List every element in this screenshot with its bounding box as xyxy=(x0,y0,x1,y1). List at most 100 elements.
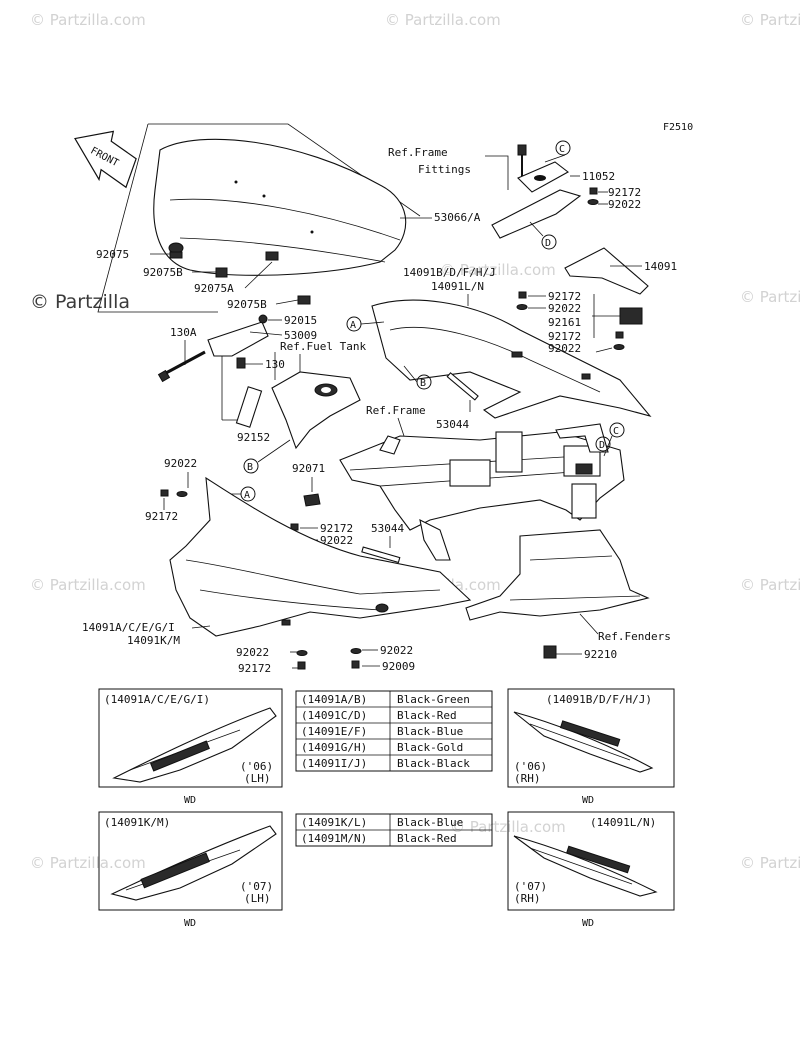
rear-frame-part xyxy=(339,423,625,561)
watermark: © Partzilla.com xyxy=(740,11,800,29)
bolt-washer-part xyxy=(587,187,599,205)
rear-bracket-part xyxy=(491,144,582,239)
marker-d-label: D xyxy=(599,440,605,451)
callout-92022-f: 92022 xyxy=(236,646,269,659)
leader-line xyxy=(275,299,299,305)
callout-92075a: 92075A xyxy=(194,282,234,295)
bolt-washer-part xyxy=(516,291,625,350)
callout-92161: 92161 xyxy=(548,316,581,329)
leader-line xyxy=(529,221,544,237)
ref-frame-fittings-line2: Fittings xyxy=(418,163,471,176)
watermark: © Partzilla.com xyxy=(30,576,146,594)
callout-92172-c: 92172 xyxy=(548,330,581,343)
inset-caption: WD xyxy=(582,795,594,806)
inset-year: ('07) xyxy=(514,880,547,893)
marker-b-label: B xyxy=(247,462,253,473)
marker-d xyxy=(541,234,557,250)
watermark-large: © Partzilla xyxy=(30,291,130,313)
callout-53044-a: 53044 xyxy=(436,418,469,431)
callout-14091k: 14091K/M xyxy=(127,634,180,647)
callout-92075b-a: 92075B xyxy=(143,266,183,279)
leader-line xyxy=(485,155,509,190)
inset-side: (RH) xyxy=(514,892,541,905)
watermark: © Partzilla.com xyxy=(740,576,800,594)
table-cell-code: (14091C/D) xyxy=(301,709,367,722)
marker-a-label: A xyxy=(244,490,250,501)
rod-part xyxy=(361,546,401,564)
color-table: (14091K/L) Black-Blue (14091M/N) Black-R… xyxy=(295,813,493,847)
inset-title: (14091A/C/E/G/I) xyxy=(104,693,210,706)
callout-11052: 11052 xyxy=(582,170,615,183)
inset-title: (14091B/D/F/H/J) xyxy=(546,693,652,706)
rear-fender-part xyxy=(465,529,650,659)
callout-92022-c: 92022 xyxy=(548,342,581,355)
table-cell-color: Black-Gold xyxy=(397,741,463,754)
tail-cover-part xyxy=(564,247,649,325)
marker-d-label: D xyxy=(545,238,551,249)
bolt-washer-part xyxy=(296,648,362,670)
watermark: © Partzilla.com xyxy=(740,288,800,306)
table-cell-code: (14091E/F) xyxy=(301,725,367,738)
ref-frame: Ref.Frame xyxy=(366,404,426,417)
table-cell-code: (14091I/J) xyxy=(301,757,367,770)
callout-92172-a: 92172 xyxy=(608,186,641,199)
ref-fenders: Ref.Fenders xyxy=(598,630,671,643)
leader-line xyxy=(249,331,283,336)
inset-caption: WD xyxy=(184,795,196,806)
callout-92022-d: 92022 xyxy=(164,457,197,470)
callout-92022-a: 92022 xyxy=(608,198,641,211)
inset-panel: (14091K/M) ('07) (LH) WD xyxy=(98,811,283,929)
leader-line xyxy=(257,439,291,463)
inset-title: (14091L/N) xyxy=(590,816,656,829)
inset-panel: (14091A/C/E/G/I) ('06) (LH) WD xyxy=(98,688,283,806)
leader-line xyxy=(360,321,385,325)
marker-b-label: B xyxy=(420,378,426,389)
inset-side: (RH) xyxy=(514,772,541,785)
ref-frame-fittings-line1: Ref.Frame xyxy=(388,146,448,159)
watermark: © Partzilla.com xyxy=(740,854,800,872)
rod-part xyxy=(446,372,479,401)
callout-14091a: 14091A/C/E/G/I xyxy=(82,621,175,634)
callout-92172-e: 92172 xyxy=(320,522,353,535)
watermark: © Partzilla.com xyxy=(30,854,146,872)
callout-92172-d: 92172 xyxy=(145,510,178,523)
callout-92172-f: 92172 xyxy=(238,662,271,675)
marker-c xyxy=(609,422,625,438)
leader-line xyxy=(603,435,613,457)
callout-130a: 130A xyxy=(170,326,197,339)
leader-line xyxy=(595,347,613,353)
ref-fuel-tank: Ref.Fuel Tank xyxy=(280,340,366,353)
watermark: © Partzilla.com xyxy=(385,11,501,29)
inset-panel: (14091L/N) ('07) (RH) WD xyxy=(507,811,675,929)
grommet-part xyxy=(303,493,321,507)
leader-line xyxy=(403,365,418,383)
table-cell-color: Black-Black xyxy=(397,757,470,770)
table-cell-color: Black-Blue xyxy=(397,725,463,738)
bolt-part xyxy=(236,357,246,369)
leader-line xyxy=(244,261,273,289)
inset-panel: (14091B/D/F/H/J) ('06) (RH) WD xyxy=(507,688,675,806)
callout-92172-b: 92172 xyxy=(548,290,581,303)
callout-92152: 92152 xyxy=(237,431,270,444)
callout-92075: 92075 xyxy=(96,248,129,261)
color-table: (14091A/B) Black-Green (14091C/D) Black-… xyxy=(295,690,493,772)
table-cell-color: Black-Red xyxy=(397,709,457,722)
inset-title: (14091K/M) xyxy=(104,816,170,829)
figure-code: F2510 xyxy=(663,122,693,133)
callout-92071: 92071 xyxy=(292,462,325,475)
bolt-washer-part xyxy=(160,489,188,497)
callout-92075b-b: 92075B xyxy=(227,298,267,311)
callout-92022-g: 92022 xyxy=(380,644,413,657)
seat-frame-line xyxy=(97,123,218,313)
collar-part xyxy=(235,386,263,428)
inset-caption: WD xyxy=(184,918,196,929)
callout-14091l: 14091L/N xyxy=(431,280,484,293)
seat-part xyxy=(153,138,407,276)
callout-92022-e: 92022 xyxy=(320,534,353,547)
leader-line xyxy=(397,417,405,437)
side-cover-lh-part xyxy=(169,476,472,637)
bolt-part xyxy=(157,350,206,383)
table-cell-color: Black-Red xyxy=(397,832,457,845)
